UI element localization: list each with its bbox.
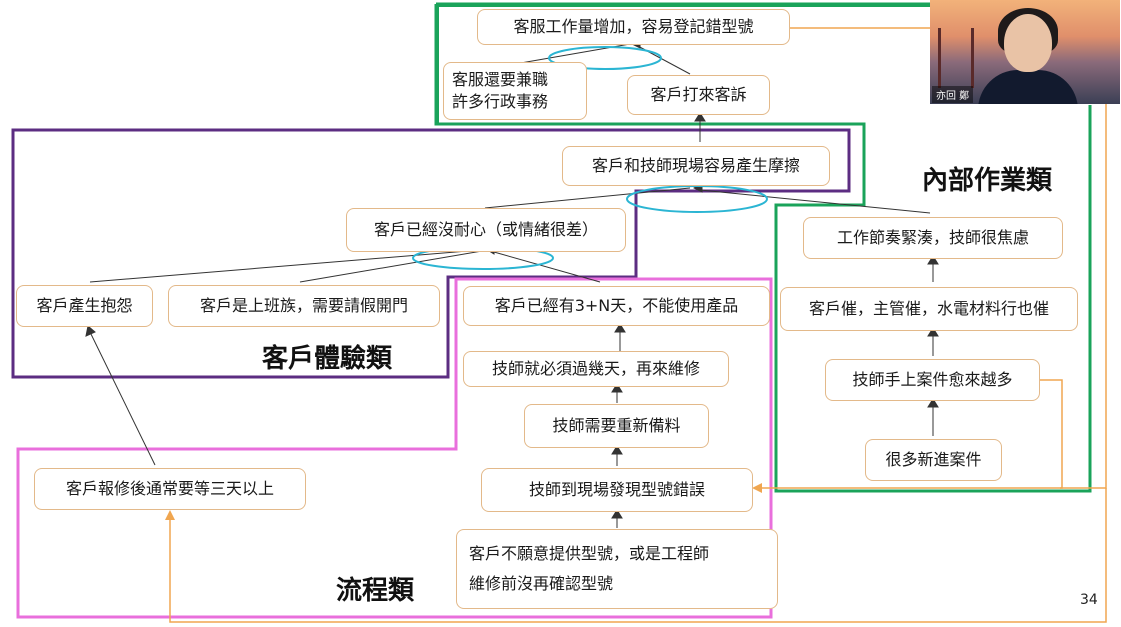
orange-arrowhead-wait-three-days: [165, 510, 175, 520]
category-experience: 客戶體驗類: [262, 344, 393, 374]
category-internal: 內部作業類: [922, 166, 1053, 196]
node-cannot-use: 客戶已經有3+N天，不能使用產品: [463, 286, 770, 326]
node-wait-three-days: 客戶報修後通常要等三天以上: [34, 468, 306, 510]
person-body: [978, 70, 1078, 104]
node-workload: 客服工作量增加，容易登記錯型號: [477, 9, 790, 45]
node-multitask-line1: 客服還要兼職: [452, 69, 549, 89]
orange-arrowhead-wrong-model: [752, 483, 762, 493]
node-no-model-line2: 維修前沒再確認型號: [469, 574, 614, 593]
node-no-model-line1: 客戶不願意提供型號，或是工程師: [469, 543, 710, 563]
node-office-worker: 客戶是上班族，需要請假開門: [168, 285, 440, 327]
node-no-model: 客戶不願意提供型號，或是工程師 維修前沒再確認型號: [456, 529, 778, 609]
node-schedule-tight: 工作節奏緊湊，技師很焦慮: [803, 217, 1063, 259]
node-friction: 客戶和技師現場容易產生摩擦: [562, 146, 830, 186]
node-re-prepare: 技師需要重新備料: [524, 404, 709, 448]
video-thumbnail[interactable]: 亦回 鄭: [930, 0, 1120, 104]
node-wrong-model: 技師到現場發現型號錯誤: [481, 468, 753, 512]
node-multitask-line2: 許多行政事務: [452, 92, 549, 111]
node-more-cases: 技師手上案件愈來越多: [825, 359, 1040, 401]
node-wait-days: 技師就必須過幾天，再來維修: [463, 351, 729, 387]
person-face: [1004, 14, 1052, 72]
page-number: 34: [1080, 592, 1098, 608]
arrowhead-customer-complain: [85, 325, 96, 337]
node-customer-complain: 客戶產生抱怨: [16, 285, 153, 327]
participant-name: 亦回 鄭: [932, 86, 974, 103]
node-multitask: 客服還要兼職 許多行政事務: [443, 62, 587, 120]
bridge-background: [938, 28, 974, 88]
node-impatient: 客戶已經沒耐心（或情緒很差）: [346, 208, 626, 252]
node-complaint: 客戶打來客訴: [627, 75, 770, 115]
node-urged: 客戶催，主管催，水電材料行也催: [780, 287, 1078, 331]
cyan-ellipse-middle: [626, 185, 768, 213]
node-new-cases: 很多新進案件: [865, 439, 1002, 481]
category-process: 流程類: [336, 576, 415, 606]
